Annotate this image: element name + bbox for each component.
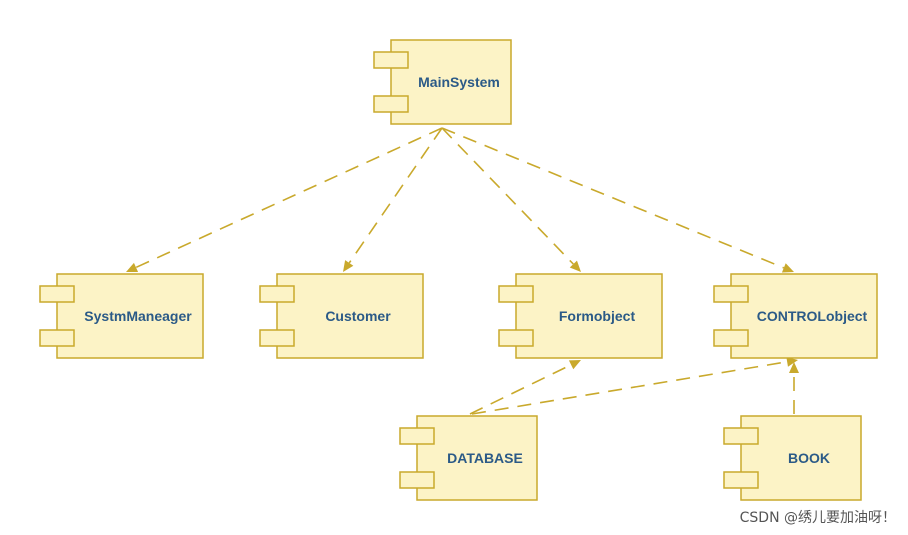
component-port-icon bbox=[39, 285, 75, 303]
component-label: MainSystem bbox=[418, 74, 500, 90]
component-box bbox=[56, 273, 204, 359]
dependency-line bbox=[441, 127, 785, 269]
component-label: DATABASE bbox=[447, 450, 523, 466]
arrowhead-icon bbox=[781, 263, 794, 273]
component-port-icon bbox=[259, 285, 295, 303]
dependency-mainsystem-to-systmmaneager bbox=[126, 127, 443, 272]
dependency-database-to-formobject bbox=[469, 360, 581, 415]
component-formobject[interactable]: Formobject bbox=[498, 273, 663, 359]
dependency-mainsystem-to-formobject bbox=[441, 127, 581, 272]
dependency-mainsystem-to-controlobject bbox=[441, 127, 794, 273]
component-port-icon bbox=[723, 427, 759, 445]
component-port-icon bbox=[713, 329, 749, 347]
component-label: BOOK bbox=[788, 450, 830, 466]
component-port-icon bbox=[399, 471, 435, 489]
component-box bbox=[390, 39, 512, 125]
dependency-line bbox=[471, 361, 788, 415]
component-box bbox=[740, 415, 862, 501]
component-port-icon bbox=[713, 285, 749, 303]
component-port-icon bbox=[39, 329, 75, 347]
dependency-line bbox=[135, 127, 443, 269]
component-customer[interactable]: Customer bbox=[259, 273, 424, 359]
component-port-icon bbox=[399, 427, 435, 445]
component-port-icon bbox=[373, 51, 409, 69]
component-label: Formobject bbox=[559, 308, 636, 324]
component-mainsystem[interactable]: MainSystem bbox=[373, 39, 512, 125]
component-systmmaneager[interactable]: SystmManeager bbox=[39, 273, 204, 359]
component-port-icon bbox=[498, 329, 534, 347]
dependency-mainsystem-to-customer bbox=[343, 127, 443, 272]
component-box bbox=[515, 273, 663, 359]
component-box bbox=[276, 273, 424, 359]
arrowhead-icon bbox=[343, 260, 354, 272]
arrowhead-icon bbox=[126, 262, 139, 272]
component-box bbox=[730, 273, 878, 359]
dependency-line bbox=[469, 364, 572, 415]
component-database[interactable]: DATABASE bbox=[399, 415, 538, 501]
component-controlobject[interactable]: CONTROLobject bbox=[713, 273, 878, 359]
component-label: CONTROLobject bbox=[757, 308, 868, 324]
arrowhead-icon bbox=[568, 360, 581, 370]
arrowhead-icon bbox=[789, 362, 799, 373]
component-label: SystmManeager bbox=[84, 308, 192, 324]
component-label: Customer bbox=[325, 308, 391, 324]
arrowhead-icon bbox=[569, 260, 581, 272]
component-port-icon bbox=[373, 95, 409, 113]
component-port-icon bbox=[259, 329, 295, 347]
component-port-icon bbox=[498, 285, 534, 303]
dependency-line bbox=[441, 127, 574, 265]
dependency-database-to-controlobject bbox=[471, 356, 798, 415]
component-port-icon bbox=[723, 471, 759, 489]
dependency-line bbox=[348, 127, 443, 264]
component-box bbox=[416, 415, 538, 501]
watermark-text: CSDN @绣儿要加油呀！ bbox=[739, 510, 896, 526]
dependency-book-to-controlobject bbox=[789, 362, 799, 414]
component-book[interactable]: BOOK bbox=[723, 415, 862, 501]
dependency-connectors bbox=[126, 127, 799, 415]
arrowhead-icon bbox=[786, 356, 798, 367]
